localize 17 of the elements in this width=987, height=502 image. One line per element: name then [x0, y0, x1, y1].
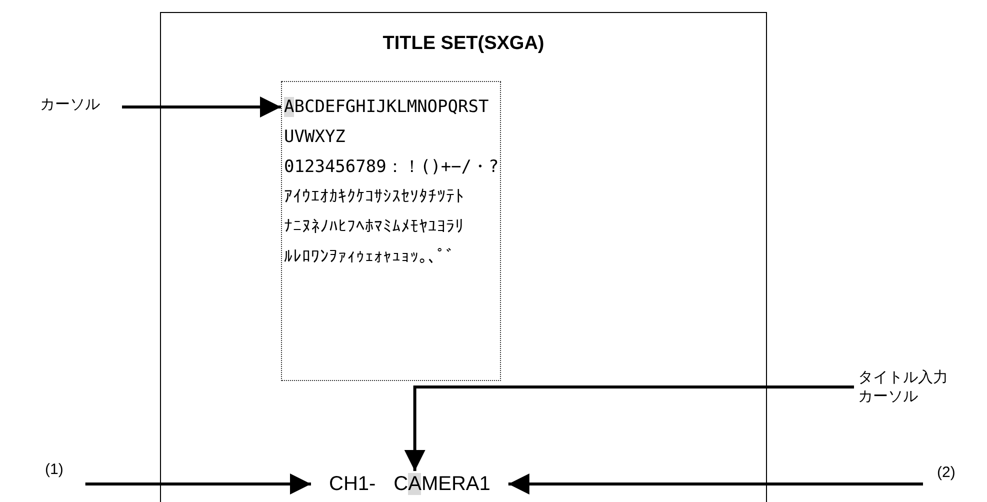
- character-row-text: ABCDEFGHIJKLMNOPQRST UVWXYZ: [284, 96, 490, 149]
- arrow: [404, 386, 854, 471]
- callout-label: (1): [45, 460, 64, 479]
- arrow: [85, 474, 311, 494]
- character-row-text: 0123456789：！()+−/・?: [284, 156, 498, 179]
- arrow: [122, 96, 281, 118]
- character-palette: [281, 81, 501, 381]
- character-row-text: ｱｲｳｴｵｶｷｸｹｺｻｼｽｾｿﾀﾁﾂﾃﾄ: [284, 186, 465, 209]
- callout-label: (2): [937, 463, 956, 482]
- screen-frame: [160, 12, 767, 502]
- character-row-text: ﾙﾚﾛﾜﾝｦｧｨｩｪｫｬｭｮｯ｡､ﾟﾞ: [284, 246, 456, 269]
- character-row-text: ﾅﾆﾇﾈﾉﾊﾋﾌﾍﾎﾏﾐﾑﾒﾓﾔﾕﾖﾗﾘ: [284, 216, 465, 239]
- title-entry-text: CH1- CAMERA1: [329, 471, 490, 497]
- callout-label: カーソル: [40, 95, 100, 114]
- callout-label: タイトル入力カーソル: [858, 368, 958, 406]
- arrow: [508, 474, 923, 494]
- screen-title: TITLE SET(SXGA): [382, 33, 546, 55]
